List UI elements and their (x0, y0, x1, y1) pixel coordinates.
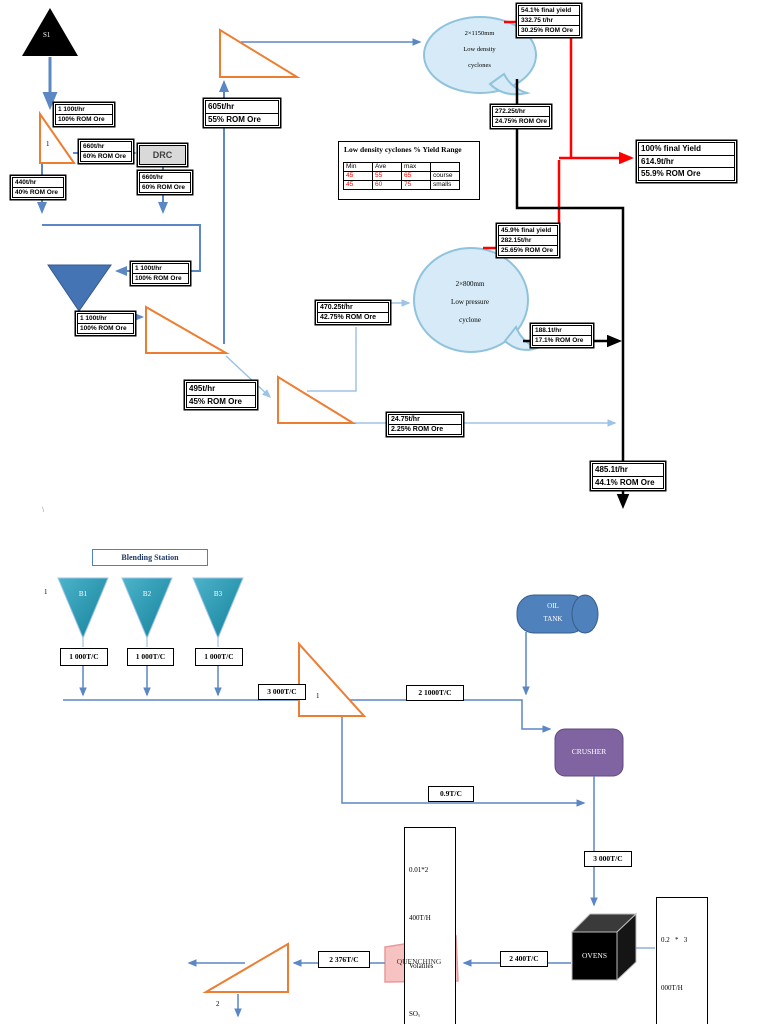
combined-rate-box: 3 000T/C (258, 684, 306, 700)
bin-b3-shape (192, 577, 244, 640)
crusher-out-rate-box: 3 000T/C (584, 851, 632, 867)
s1-label: S1 (43, 31, 51, 39)
quench-out-rate-box: 2 376T/C (318, 951, 370, 968)
flow-box-undersize: 495t/hr 45% ROM Ore (186, 382, 256, 408)
screen-b-shape (277, 375, 357, 424)
to-crusher-rate-box: 2 1000T/C (406, 685, 464, 701)
bottom-screen-2-shape (202, 942, 289, 993)
screenb-up-link (307, 327, 357, 392)
quench-emissions-note: 0.01*2 400T/H Volatiles SOₓ NOₓ .. (404, 827, 456, 1024)
screen-1-shape (39, 110, 76, 164)
undersize-diagonal-arrow (225, 355, 272, 399)
flow-box-lp-under: 188.1t/hr 17.1% ROM Ore (532, 325, 592, 346)
lp-cyclone-label: 2×800mm Low pressure cyclone (451, 280, 489, 324)
stray-backslash: \ (42, 505, 45, 514)
flow-box-fines: 24.75t/hr 2.25% ROM Ore (388, 414, 462, 435)
bin-b1-label: B1 (78, 590, 88, 598)
flow-box-lp-yield: 45.9% final yield 282.15t/hr 25.65% ROM … (498, 225, 558, 256)
bypass-rate-box: 0.9T/C (428, 786, 474, 802)
flow-box-discard: 485.1t/hr 44.1% ROM Ore (592, 463, 664, 489)
bin-b3-label: B3 (213, 590, 223, 598)
yield-range-title: Low density cyclones % Yield Range (344, 145, 462, 154)
top-screen-shape (219, 28, 301, 78)
rate-box-b2: 1 000T/C (127, 648, 174, 666)
bottom-screen-1-label: 1 (316, 692, 320, 700)
bin-stub-lines (82, 638, 219, 647)
surge-bin-shape (47, 264, 112, 312)
flow-box-oversize: 605t/hr 55% ROM Ore (205, 100, 279, 126)
flow-box-to-bin: 1 100t/hr 100% ROM Ore (132, 263, 189, 284)
bypass-line (341, 716, 586, 807)
flow-box-bin-out: 1 100t/hr 100% ROM Ore (77, 313, 134, 334)
flow-box-ld-under: 272.25t/hr 24.75% ROM Ore (492, 106, 550, 127)
s1-stockpile-shape (22, 8, 78, 56)
crusher-shape (554, 728, 624, 777)
drc-box: DRC (139, 145, 186, 165)
screen-a-shape (145, 305, 230, 354)
flow-box-to-drc: 660t/hr 60% ROM Ore (80, 141, 132, 162)
blending-station-header: Blending Station (92, 549, 208, 566)
oil-tank-label: OIL TANK (543, 602, 563, 623)
rate-box-b1: 1 000T/C (60, 648, 108, 666)
bottom-screen-2-label: 2 (216, 1000, 220, 1008)
blend-to-crusher-line (63, 699, 552, 733)
bin-b2-label: B2 (142, 590, 152, 598)
stray-one-label: 1 (44, 588, 48, 596)
screen-1-label: 1 (46, 140, 50, 148)
ovens-label: OVENS (581, 951, 607, 960)
flow-box-drc-out: 660t/hr 60% ROM Ore (139, 172, 191, 193)
ovens-shape (570, 912, 638, 982)
ld-cyclones-label: 2×1150mm Low density cyclones (463, 30, 496, 69)
low-pressure-cyclone-shape (413, 247, 540, 353)
oil-tank-shape (516, 594, 599, 634)
bin-b2-shape (121, 577, 173, 640)
flow-box-screen1-under: 440t/hr 40% ROM Ore (12, 177, 64, 198)
quenching-label: QUENCHING (396, 957, 442, 966)
flow-box-feed: 1 100t/hr 100% ROM Ore (55, 104, 113, 125)
bottom-screen-1-shape (298, 641, 367, 717)
flow-box-to-lp: 470.25t/hr 42.75% ROM Ore (317, 302, 389, 323)
flow-box-ld-yield: 54.1% final yield 332.75 t/hr 30.25% ROM… (518, 5, 580, 36)
to-quench-rate-box: 2 400T/C (500, 951, 548, 967)
crusher-label: CRUSHER (571, 747, 607, 756)
flow-box-total-yield: 100% final Yield 614.9t/hr 55.9% ROM Ore (638, 142, 735, 181)
ld-underflow-black-line (515, 79, 625, 466)
bin-b1-shape (57, 577, 109, 640)
yield-range-table: Low density cyclones % Yield Range Min A… (338, 141, 480, 200)
rate-box-b3: 1 000T/C (195, 648, 243, 666)
ovens-emissions-note: 0.2 * 3 000T/H VOLATIL ES SO₂ NO (656, 897, 708, 1024)
